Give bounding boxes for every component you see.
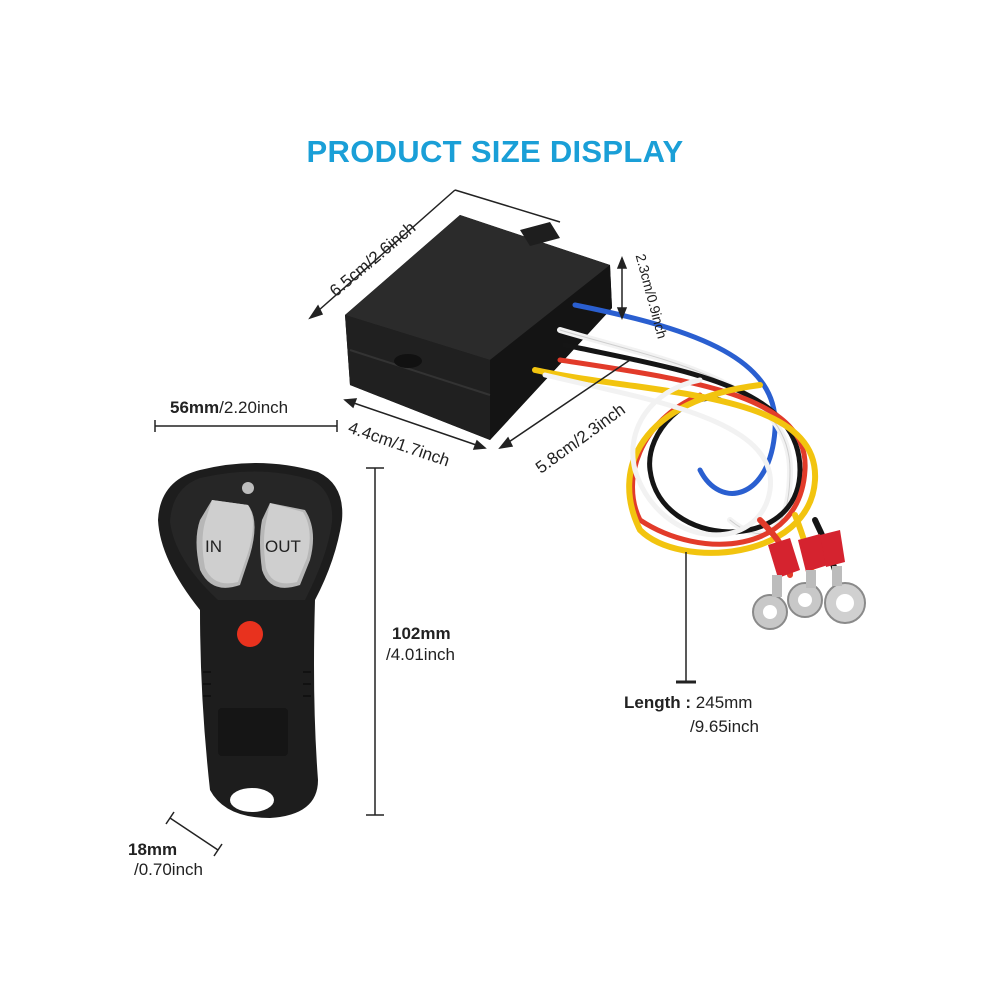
remote-dimension-lines — [154, 420, 696, 857]
ring-terminal-icon — [752, 530, 866, 630]
remote-width-inch: /2.20inch — [219, 398, 289, 417]
remote-led-icon — [242, 482, 254, 494]
receiver-box — [345, 215, 612, 440]
cable-length-prefix: Length : — [624, 693, 692, 712]
remote-height-inch: /4.01inch — [386, 645, 455, 664]
remote-red-button-icon — [237, 621, 263, 647]
in-button[interactable]: IN — [205, 537, 222, 556]
page-title: PRODUCT SIZE DISPLAY — [306, 134, 684, 169]
remote-width-mm: 56mm — [170, 398, 220, 417]
cable-length-mm: 245mm — [695, 693, 753, 712]
remote-width-label: 56mm/2.20inch — [170, 398, 288, 418]
cable-length-label: Length : 245mm — [624, 693, 752, 713]
remote-thickness-inch: /0.70inch — [134, 860, 203, 879]
remote-control — [158, 462, 343, 818]
remote-thickness-mm: 18mm — [128, 840, 178, 859]
wire-bundle — [532, 302, 838, 578]
receiver-dimension-lines — [308, 189, 631, 450]
remote-height-mm: 102mm — [392, 624, 451, 643]
out-button[interactable]: OUT — [265, 537, 301, 556]
cable-length-inch: /9.65inch — [690, 717, 759, 736]
